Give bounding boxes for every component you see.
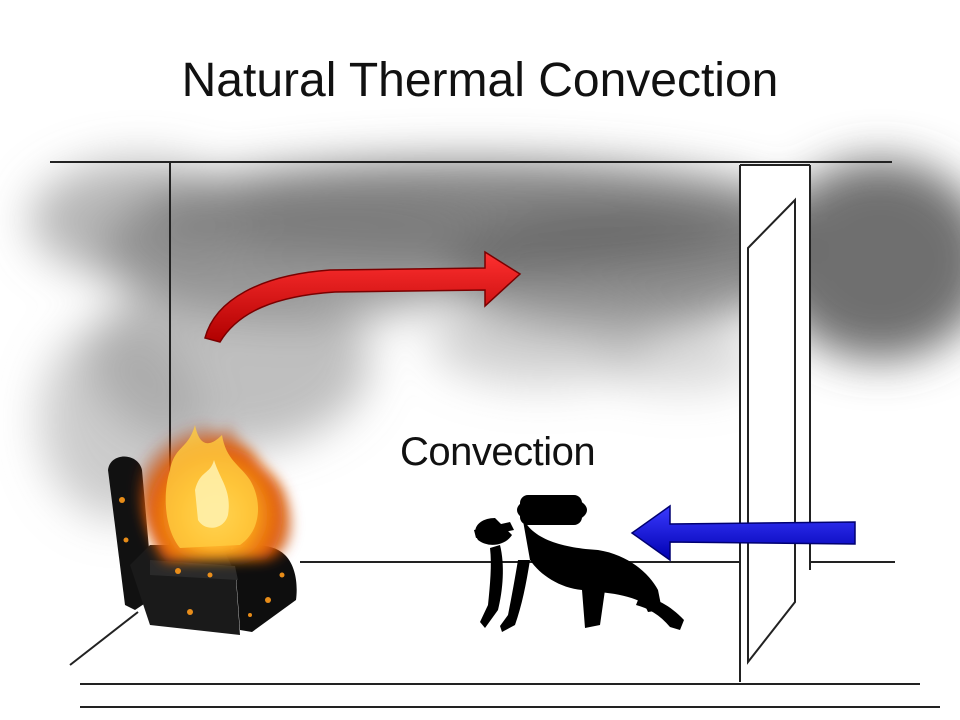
hot-air-arrow: [204, 250, 522, 343]
smoke-cloud: [30, 160, 960, 520]
slide-title: Natural Thermal Convection: [181, 54, 779, 107]
crawling-firefighter-icon: [474, 495, 684, 632]
convection-label: Convection: [400, 430, 596, 474]
cool-air-arrow: [630, 504, 856, 562]
flame-icon: [139, 405, 292, 562]
doorway: [739, 164, 811, 682]
room-outline: [50, 161, 940, 708]
